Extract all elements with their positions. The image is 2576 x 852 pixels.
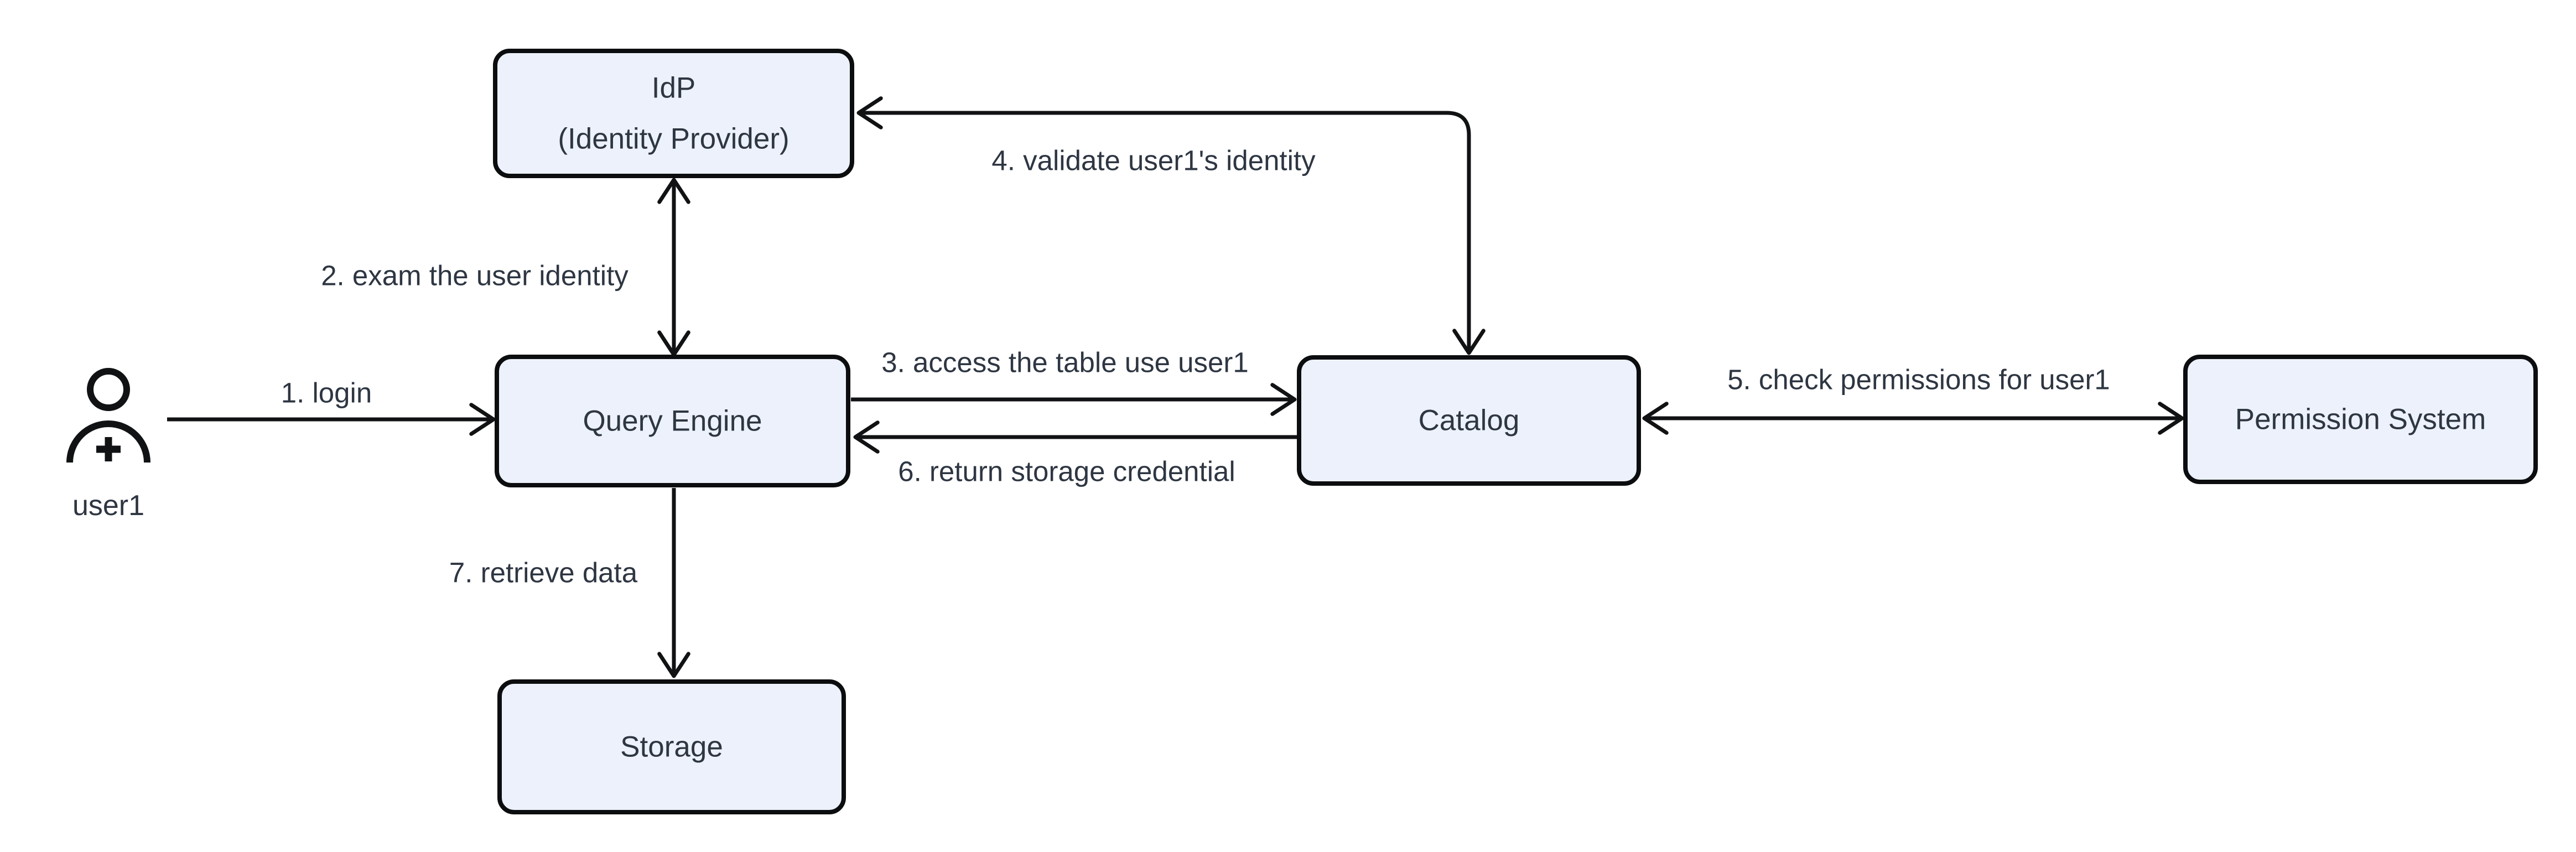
- edge-e3: 3. access the table use user1: [851, 347, 1297, 416]
- node-query-engine-box: [495, 355, 850, 487]
- actor-layer: user1: [66, 368, 150, 522]
- node-permission-system-label: Permission System: [2235, 403, 2486, 436]
- arrowhead-right-icon: [2158, 402, 2184, 435]
- node-idp-box: [493, 49, 854, 178]
- node-catalog-box: [1297, 355, 1641, 486]
- edge-e6: 6. return storage credential: [853, 420, 1299, 487]
- actor-user1: user1: [66, 368, 150, 522]
- arrowhead-down-icon: [1452, 329, 1486, 355]
- arrowhead-right-icon: [1270, 383, 1297, 416]
- edge-e6-label: 6. return storage credential: [898, 456, 1235, 487]
- node-permission-system: Permission System: [2183, 355, 2538, 484]
- arrowhead-left-icon: [856, 96, 883, 129]
- edge-e7-label: 7. retrieve data: [449, 557, 638, 589]
- edges-layer: 1. login 2. exam the user identity 3. acce…: [167, 96, 2184, 678]
- node-query-engine: Query Engine: [495, 355, 850, 487]
- edge-e7: 7. retrieve data: [449, 488, 690, 678]
- user-icon-shoulders: [66, 420, 150, 463]
- node-catalog: Catalog: [1297, 355, 1641, 486]
- edge-e1: 1. login: [167, 377, 496, 436]
- node-query-engine-label: Query Engine: [583, 405, 762, 438]
- node-permission-system-box: [2183, 355, 2538, 484]
- node-storage-label: Storage: [620, 731, 723, 763]
- node-idp: IdP(Identity Provider): [493, 49, 854, 178]
- actor-label: user1: [72, 490, 144, 522]
- arrowhead-left-icon: [1642, 402, 1669, 435]
- user-icon-head: [87, 368, 130, 411]
- edge-e4: 4. validate user1's identity: [856, 96, 1486, 355]
- nodes-layer: IdP(Identity Provider) Query Engine Catalo…: [493, 49, 2538, 814]
- node-idp-label: IdP(Identity Provider): [558, 72, 789, 155]
- arrowhead-right-icon: [469, 403, 496, 436]
- edge-e4-label: 4. validate user1's identity: [991, 145, 1316, 176]
- arrowhead-left-icon: [853, 420, 880, 454]
- arrowhead-down-icon: [657, 652, 690, 678]
- node-catalog-label: Catalog: [1419, 404, 1520, 437]
- arrowhead-up-icon: [657, 178, 690, 204]
- edge-e2-label: 2. exam the user identity: [321, 260, 629, 292]
- user-plus-icon: [96, 437, 121, 461]
- edge-e3-label: 3. access the table use user1: [881, 347, 1248, 378]
- edge-e2: 2. exam the user identity: [321, 178, 690, 357]
- edge-e1-label: 1. login: [281, 377, 372, 409]
- edge-e5: 5. check permissions for user1: [1642, 364, 2184, 435]
- node-storage: Storage: [497, 679, 846, 814]
- node-storage-box: [497, 679, 846, 814]
- edge-e5-label: 5. check permissions for user1: [1727, 364, 2110, 396]
- edge-e4-line: [859, 111, 1471, 353]
